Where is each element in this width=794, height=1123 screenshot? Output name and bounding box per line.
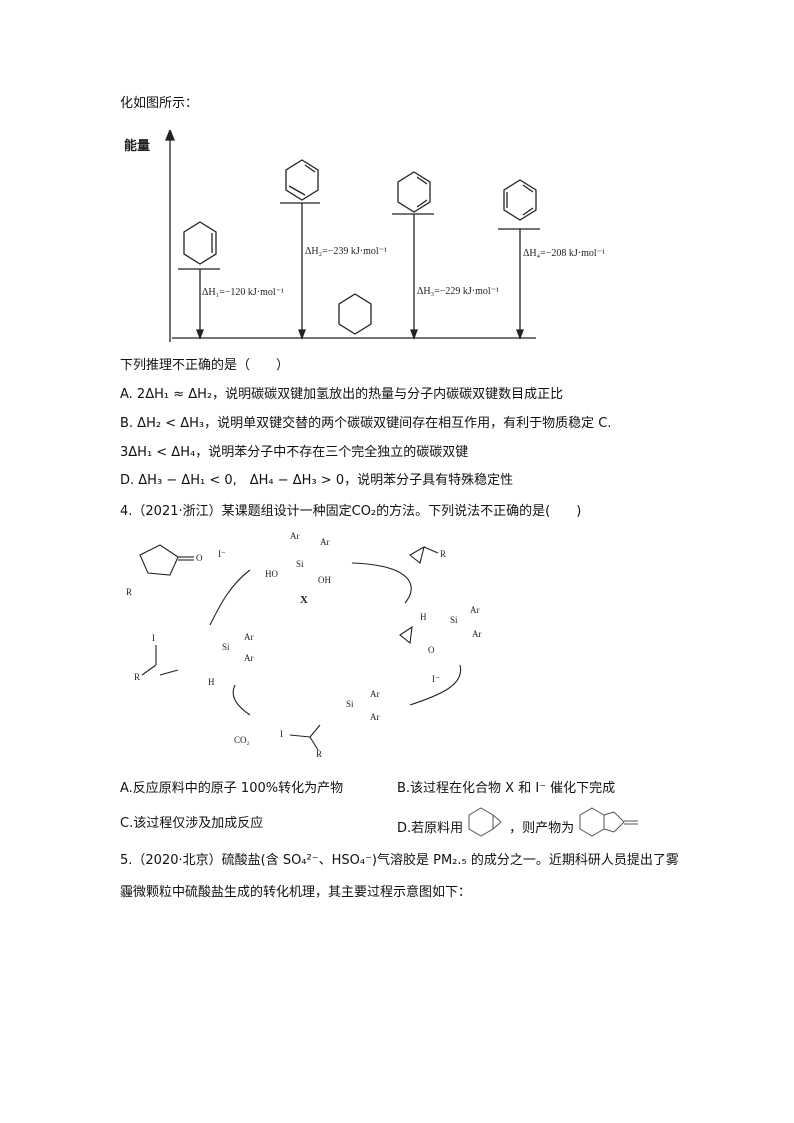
- label-ar: Ar: [244, 653, 254, 663]
- q3-option-c: 3ΔH₁ < ΔH₄，说明苯分子中不存在三个完全独立的碳碳双键: [120, 445, 469, 460]
- cyclohexadiene-13-icon: [285, 159, 319, 201]
- catalytic-cycle-diagram: O R I⁻ Ar Ar HO Si OH X R H Si Ar Ar O I…: [126, 531, 482, 759]
- q4-stem: 4.（2021·浙江）某课题组设计一种固定CO₂的方法。下列说法不正确的是( ): [120, 504, 582, 519]
- label-si: Si: [346, 699, 354, 709]
- cyclic-carbonate-icon: [139, 544, 179, 576]
- intro-text: 化如图所示：: [120, 96, 199, 111]
- label-ho: HO: [265, 569, 278, 579]
- cyclohexene-oxide-icon: [468, 807, 502, 837]
- q4-option-d: D.若原料用 ，则产物为: [397, 807, 654, 840]
- benzene-icon: [503, 179, 537, 221]
- label-o: O: [428, 645, 435, 655]
- epoxide-icon: [409, 545, 425, 564]
- cyclohexadiene-14-icon: [397, 171, 431, 213]
- cycle-arrow: [351, 562, 412, 604]
- energy-diagram: 能量 ΔH₁=−120 kJ·mol⁻¹ ΔH₂=−239 kJ·mol⁻¹ Δ…: [124, 130, 605, 342]
- label-ar: Ar: [320, 537, 330, 547]
- cycle-arrow: [232, 684, 251, 716]
- q5-line-2: 霾微颗粒中硫酸盐生成的转化机理，其主要过程示意图如下：: [120, 885, 472, 900]
- label-ar: Ar: [470, 605, 480, 615]
- q3-option-a: A. 2ΔH₁ ≈ ΔH₂，说明碳碳双键加氢放出的热量与分子内碳碳双键数目成正比: [120, 387, 564, 402]
- q3-option-b: B. ΔH₂ < ΔH₃，说明单双键交替的两个碳碳双键间存在相互作用，有利于物质…: [120, 416, 612, 431]
- q3-stem: 下列推理不正确的是（ ）: [120, 358, 290, 373]
- cyclic-carbonate-product-icon: [579, 807, 639, 837]
- cyclohexene-icon: [183, 221, 217, 265]
- dh4-label: ΔH₄=−208 kJ·mol⁻¹: [523, 248, 605, 259]
- label-ar: Ar: [290, 531, 300, 541]
- dh1-label: ΔH₁=−120 kJ·mol⁻¹: [202, 287, 284, 298]
- q3-option-d: D. ΔH₃ − ΔH₁ < 0, ΔH₄ − ΔH₃ > 0，说明苯分子具有特…: [120, 473, 514, 488]
- label-o: O: [196, 553, 203, 563]
- cycle-arrow: [209, 569, 251, 626]
- label-r: R: [126, 587, 132, 597]
- label-i: I: [152, 633, 155, 643]
- label-ar: Ar: [370, 712, 380, 722]
- q5-line-1: 5.（2020·北京）硫酸盐(含 SO₄²⁻、HSO₄⁻)气溶胶是 PM₂.₅ …: [120, 853, 679, 868]
- label-si: Si: [296, 559, 304, 569]
- q4-option-a: A.反应原料中的原子 100%转化为产物: [120, 781, 344, 796]
- label-si: Si: [222, 642, 230, 652]
- cycle-arrow: [409, 664, 462, 706]
- label-si: Si: [450, 615, 458, 625]
- label-iodide: I⁻: [432, 674, 440, 684]
- q4-option-c: C.该过程仅涉及加成反应: [120, 816, 264, 831]
- epoxide-icon: [399, 625, 413, 645]
- label-r: R: [316, 749, 322, 759]
- label-r: R: [134, 672, 140, 682]
- catalyst-x-label: X: [300, 594, 308, 606]
- q4-option-b: B.该过程在化合物 X 和 I⁻ 催化下完成: [397, 781, 616, 796]
- label-ar: Ar: [472, 629, 482, 639]
- option-d-middle: ，则产物为: [509, 820, 575, 836]
- option-d-prefix: D.若原料用: [397, 820, 464, 836]
- label-h: H: [420, 612, 427, 622]
- label-iodide: I⁻: [218, 549, 226, 559]
- axis-arrow-icon: [165, 130, 175, 141]
- label-h: H: [208, 677, 215, 687]
- label-r: R: [440, 549, 446, 559]
- dh2-label: ΔH₂=−239 kJ·mol⁻¹: [305, 246, 387, 257]
- label-i: I: [280, 729, 283, 739]
- dh3-label: ΔH₃=−229 kJ·mol⁻¹: [417, 286, 499, 297]
- label-ar: Ar: [370, 689, 380, 699]
- label-ar: Ar: [244, 632, 254, 642]
- label-oh: OH: [318, 575, 331, 585]
- label-co2: CO₂: [234, 735, 250, 745]
- y-axis-label: 能量: [124, 138, 150, 153]
- cyclohexane-icon: [338, 293, 372, 335]
